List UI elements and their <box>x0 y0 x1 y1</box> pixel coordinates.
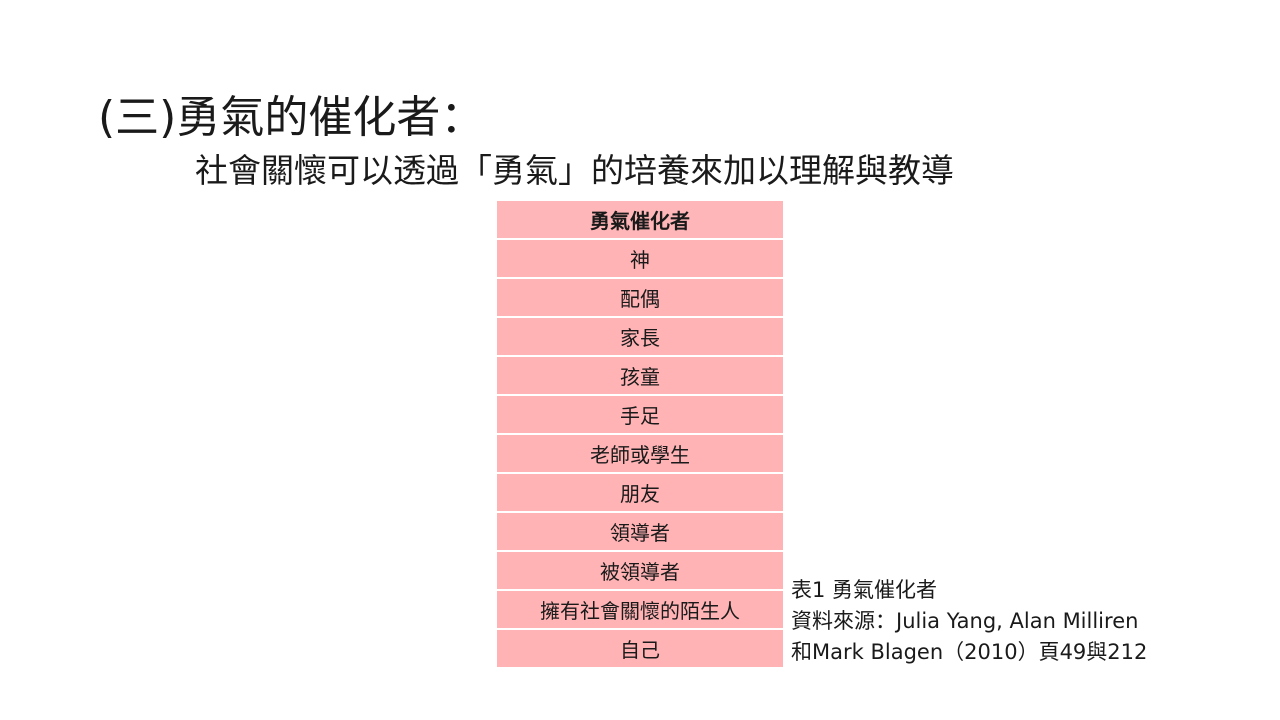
caption-label: 表1 勇氣催化者 <box>791 578 938 602</box>
slide-title: (三)勇氣的催化者： <box>98 92 485 143</box>
caption-citation: 和Mark Blagen（2010）頁49與212 <box>791 640 1148 664</box>
table-row: 老師或學生 <box>497 434 783 474</box>
table-cell: 配偶 <box>497 278 783 318</box>
table-cell: 老師或學生 <box>497 434 783 474</box>
table-cell: 自己 <box>497 629 783 669</box>
table-row: 孩童 <box>497 356 783 396</box>
table-cell: 擁有社會關懷的陌生人 <box>497 590 783 630</box>
slide-subtitle: 社會關懷可以透過「勇氣」的培養來加以理解與教導 <box>195 151 954 190</box>
table-row: 擁有社會關懷的陌生人 <box>497 590 783 630</box>
table-cell: 手足 <box>497 395 783 435</box>
catalyst-table: 勇氣催化者 神 配偶 家長 孩童 手足 老師或學生 朋友 領導者 被領導者 擁有… <box>497 201 783 669</box>
table-header: 勇氣催化者 <box>497 201 783 240</box>
table-row: 自己 <box>497 629 783 669</box>
table-cell: 領導者 <box>497 512 783 552</box>
table-row: 配偶 <box>497 278 783 318</box>
table-row: 朋友 <box>497 473 783 513</box>
table-caption: 表1 勇氣催化者 資料來源：Julia Yang, Alan Milliren … <box>791 575 1147 668</box>
caption-source: 資料來源：Julia Yang, Alan Milliren <box>791 609 1139 633</box>
table-cell: 神 <box>497 239 783 279</box>
table-cell: 家長 <box>497 317 783 357</box>
table-cell: 朋友 <box>497 473 783 513</box>
table-row: 家長 <box>497 317 783 357</box>
table-row: 被領導者 <box>497 551 783 591</box>
table-cell: 孩童 <box>497 356 783 396</box>
table-row: 領導者 <box>497 512 783 552</box>
table-row: 手足 <box>497 395 783 435</box>
table-header-row: 勇氣催化者 <box>497 201 783 240</box>
table-row: 神 <box>497 239 783 279</box>
table-cell: 被領導者 <box>497 551 783 591</box>
